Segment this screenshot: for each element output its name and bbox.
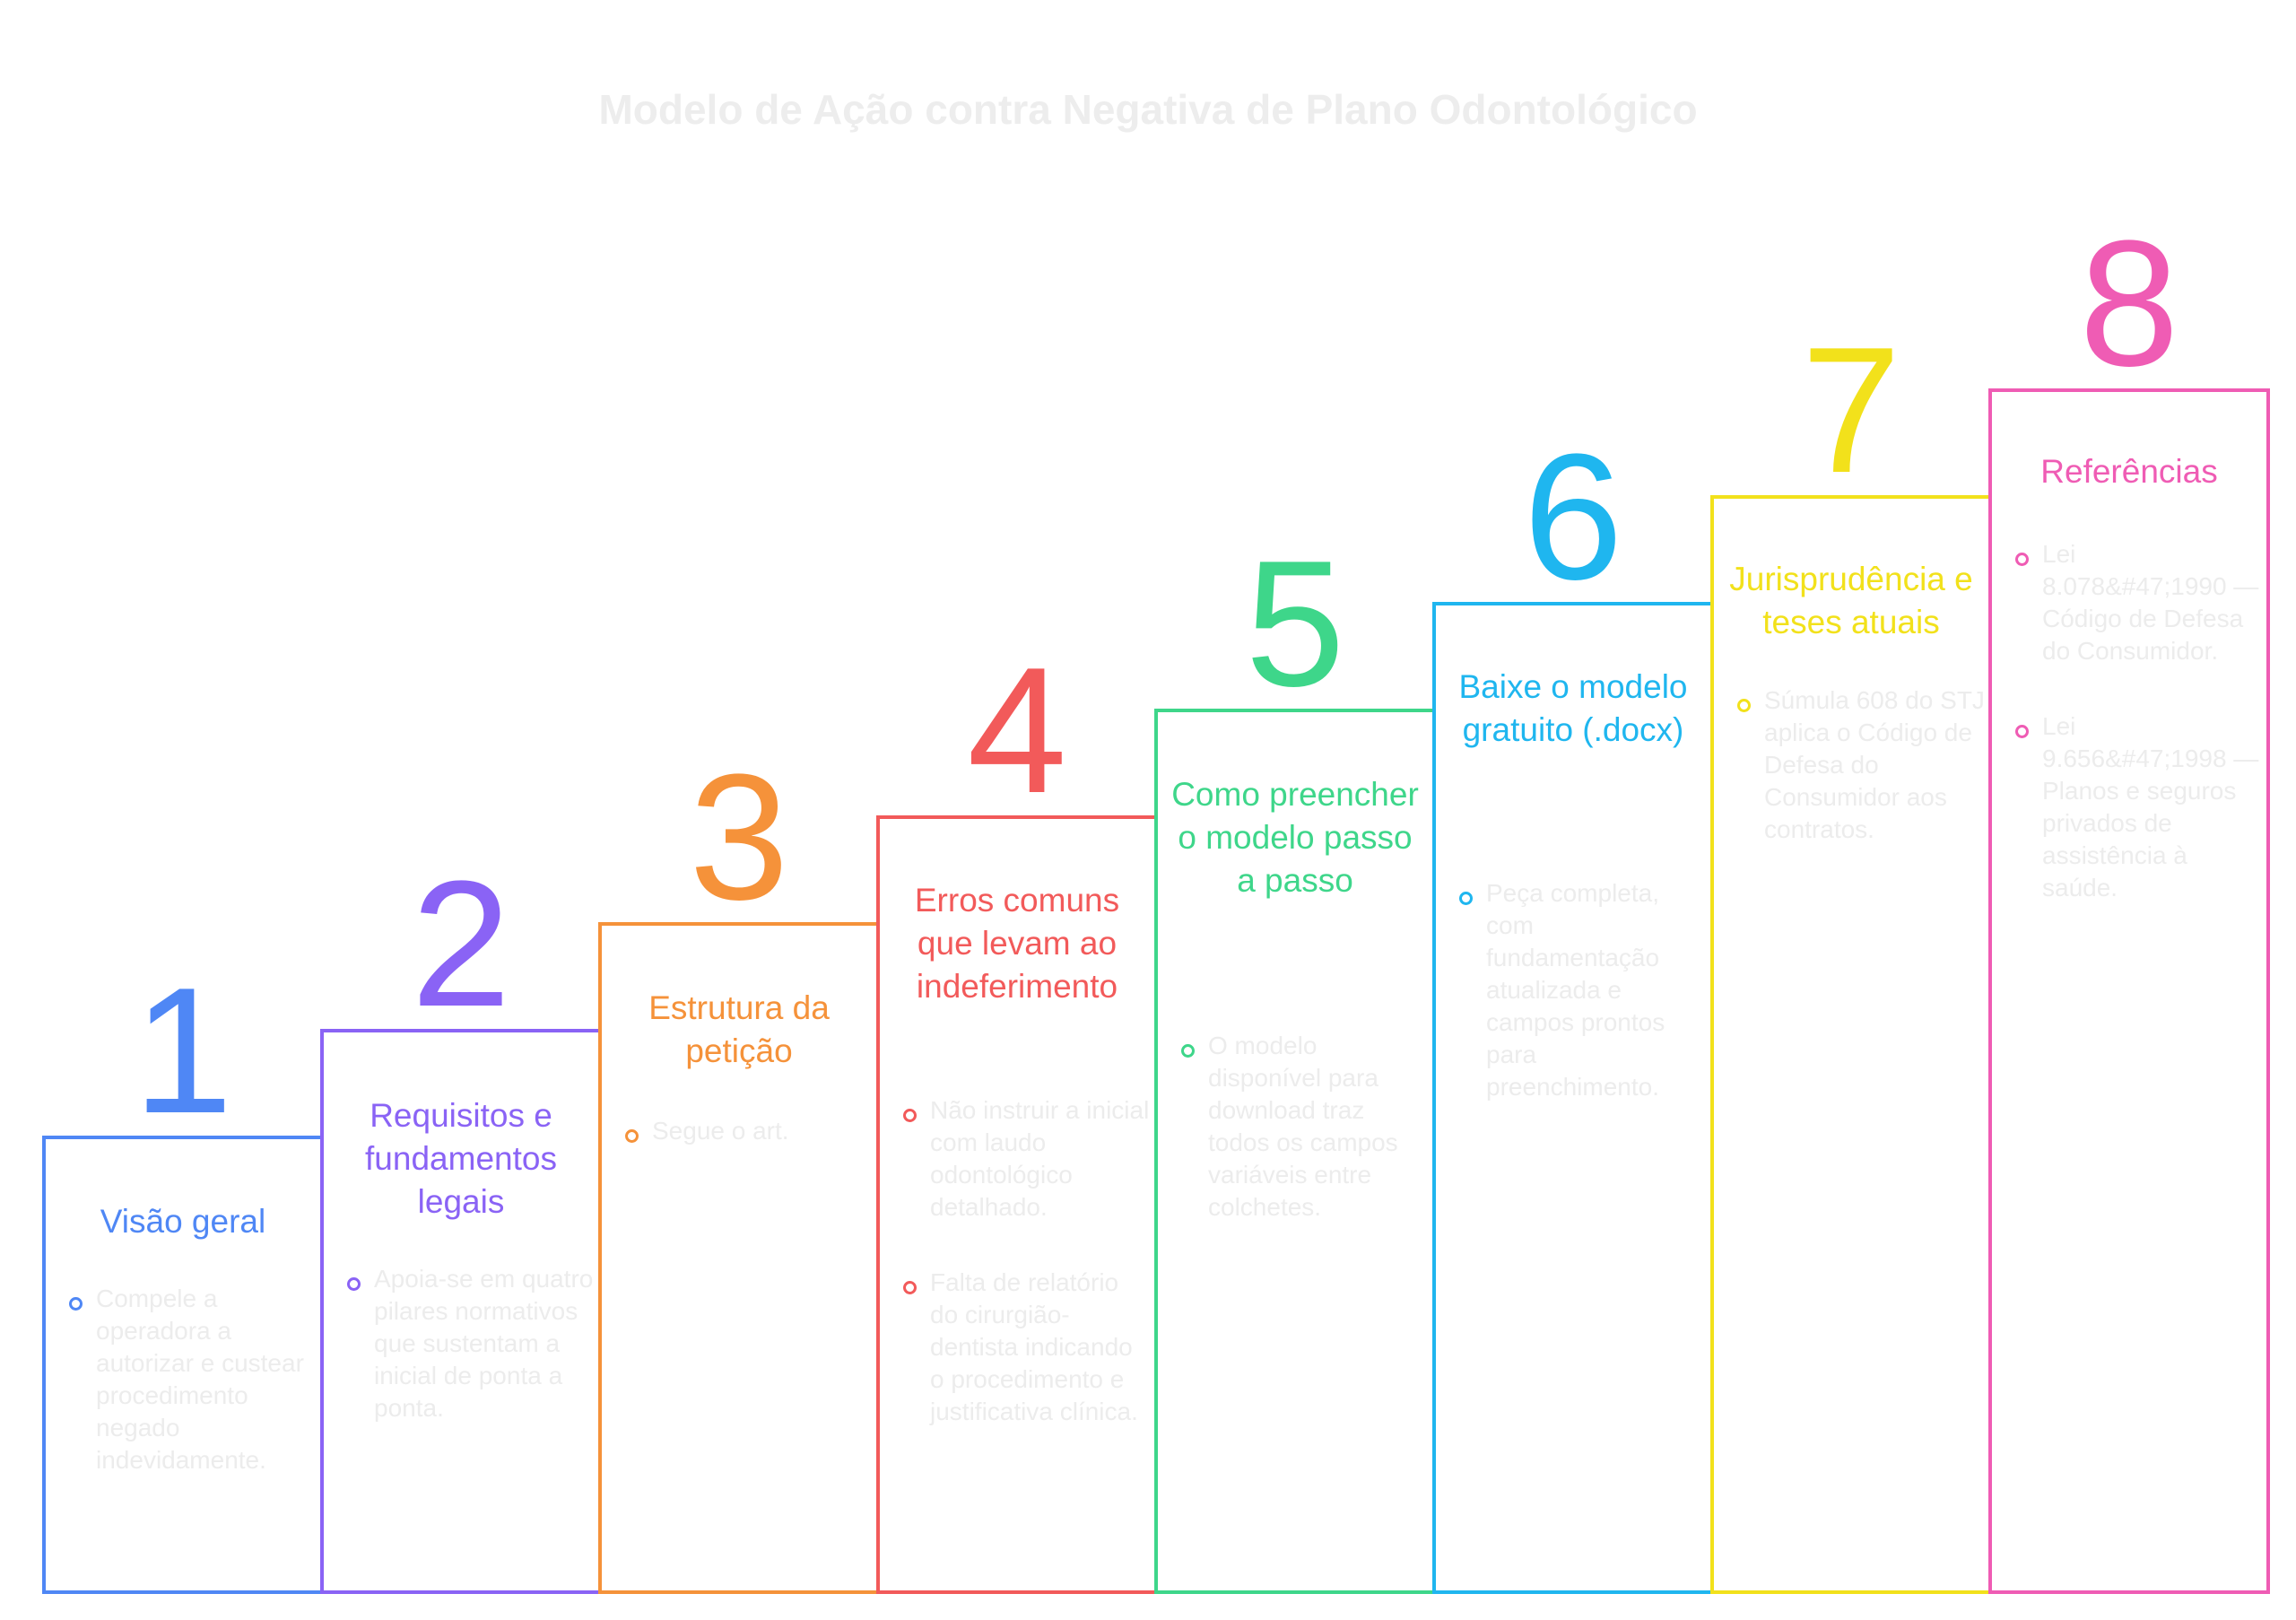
bullet-circle-icon [69,1297,83,1311]
bullet-text: O modelo disponível para download traz t… [1208,1032,1398,1221]
step-box [1710,495,1992,1594]
step-number: 7 [1801,310,1901,510]
bullet-item: Segue o art. [625,1115,874,1147]
bullet-circle-icon [903,1109,917,1122]
bullet-item: Falta de relatório do cirurgião-dentista… [903,1267,1152,1428]
bullet-text: Apoia-se em quatro pilares normativos qu… [374,1265,594,1422]
bullet-item: Não instruir a inicial com laudo odontol… [903,1094,1152,1224]
step-bullets: Não instruir a inicial com laudo odontol… [903,1094,1152,1471]
bullet-text: Lei 9.656&#47;1998 — Planos e seguros pr… [2042,712,2259,901]
step-bullets: Compele a operadora a autorizar e custea… [69,1283,318,1520]
step-bullets: Apoia-se em quatro pilares normativos qu… [347,1263,596,1468]
step-bullets: O modelo disponível para download traz t… [1181,1030,1431,1267]
step-bullets: Súmula 608 do STJ aplica o Código de Def… [1737,684,1987,889]
step-bullets: Lei 8.078&#47;1990 — Código de Defesa do… [2015,538,2265,947]
step-box [1988,388,2270,1594]
step-number: 6 [1523,417,1623,617]
bullet-item: Lei 8.078&#47;1990 — Código de Defesa do… [2015,538,2265,667]
bullet-text: Segue o art. [652,1117,789,1145]
bullet-circle-icon [2015,725,2029,738]
step-number: 5 [1245,524,1345,724]
step-title: Requisitos e fundamentos legais [365,1097,557,1220]
bullet-item: Súmula 608 do STJ aplica o Código de Def… [1737,684,1987,846]
bullet-circle-icon [347,1277,361,1291]
bullet-item: Apoia-se em quatro pilares normativos qu… [347,1263,596,1424]
step-number: 2 [411,844,511,1044]
bullet-circle-icon [1459,892,1473,905]
step-number: 3 [689,737,789,937]
bullet-text: Súmula 608 do STJ aplica o Código de Def… [1764,686,1985,843]
step-title: Erros comuns que levam ao indeferimento [914,882,1120,1005]
step-number: 8 [2079,204,2179,404]
step-number: 1 [133,951,233,1151]
step-bullets: Peça completa, com fundamentação atualiz… [1459,877,1709,1146]
bullet-text: Não instruir a inicial com laudo odontol… [930,1096,1150,1221]
step-bullets: Segue o art. [625,1115,874,1190]
step-title: Jurisprudência e teses atuais [1729,561,1973,640]
bullet-item: O modelo disponível para download traz t… [1181,1030,1431,1224]
page-title: Modelo de Ação contra Negativa de Plano … [598,86,1698,133]
step-title: Visão geral [100,1203,266,1240]
bullet-circle-icon [903,1281,917,1294]
step-title: Referências [2040,453,2218,490]
bullet-item: Peça completa, com fundamentação atualiz… [1459,877,1709,1103]
bullet-text: Falta de relatório do cirurgião-dentista… [930,1268,1138,1425]
bullet-text: Peça completa, com fundamentação atualiz… [1486,879,1665,1101]
bullet-circle-icon [1181,1044,1195,1058]
bullet-item: Compele a operadora a autorizar e custea… [69,1283,318,1476]
bullet-circle-icon [1737,699,1751,712]
bullet-circle-icon [625,1129,639,1143]
step-title: Estrutura da petição [648,989,830,1069]
bullet-text: Compele a operadora a autorizar e custea… [96,1285,304,1474]
bullet-text: Lei 8.078&#47;1990 — Código de Defesa do… [2042,540,2259,665]
bullet-item: Lei 9.656&#47;1998 — Planos e seguros pr… [2015,710,2265,904]
bullet-circle-icon [2015,553,2029,566]
step-number: 4 [967,631,1067,831]
step-title: Como preencher o modelo passo a passo [1171,776,1419,899]
step-title: Baixe o modelo gratuito (.docx) [1458,668,1688,748]
